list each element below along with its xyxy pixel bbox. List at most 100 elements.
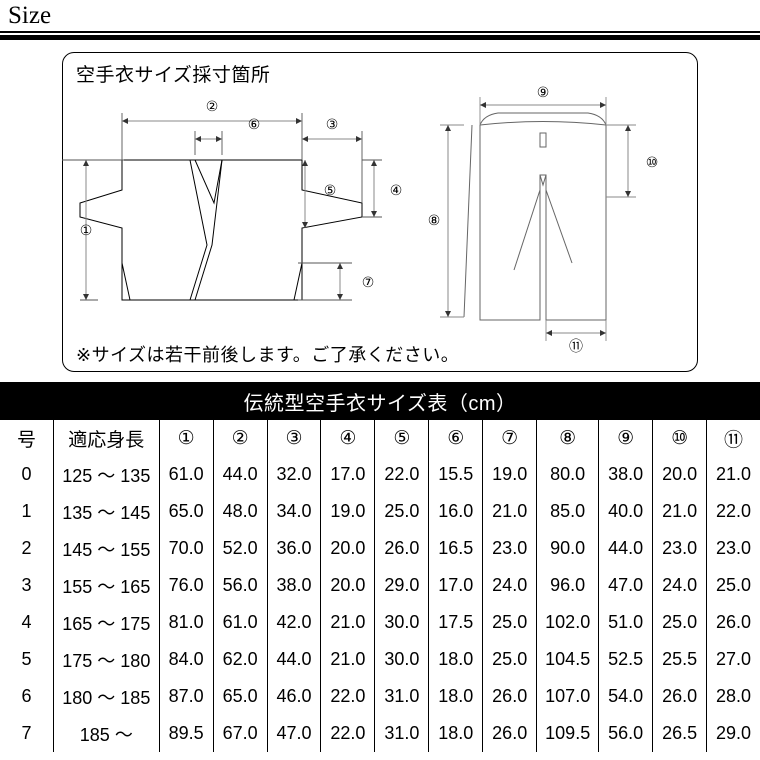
cell-measure-8: 21.0 bbox=[482, 493, 537, 530]
cell-size-number: 7 bbox=[21, 723, 32, 743]
callout-9: ⑨ bbox=[537, 85, 550, 100]
cell-measure-2: 87.0 bbox=[158, 678, 214, 715]
cell-measure-7: 17.0 bbox=[428, 567, 483, 604]
cell-measure-5: 19.0 bbox=[320, 493, 375, 530]
cell-height-range: 145 〜 155 bbox=[52, 530, 160, 567]
cell-measure-2: 76.0 bbox=[158, 567, 214, 604]
diagram-note: ※サイズは若干前後します。ご了承ください。 bbox=[76, 345, 460, 365]
cell-measure-5: 22.0 bbox=[320, 678, 375, 715]
cell-size-number: 3 bbox=[21, 575, 32, 595]
cell-measure-2: 81.0 bbox=[158, 604, 214, 641]
cell-measure-8: 19.0 bbox=[482, 456, 537, 493]
cell-measure-9: 80.0 bbox=[536, 456, 599, 493]
cell-measure-10: 52.5 bbox=[598, 641, 653, 678]
cell-measure-8: 24.0 bbox=[482, 567, 537, 604]
cell-measure-2: 70.0 bbox=[158, 530, 214, 567]
cell-measure-3: 65.0 bbox=[212, 678, 268, 715]
cell-measure-11: 24.0 bbox=[652, 567, 707, 604]
cell-measure-6: 31.0 bbox=[374, 678, 429, 715]
table-header-cell-8: ⑦ bbox=[482, 420, 537, 456]
cell-size-number: 2 bbox=[21, 538, 32, 558]
cell-measure-3: 44.0 bbox=[212, 456, 268, 493]
cell-measure-6: 25.0 bbox=[374, 493, 429, 530]
callout-3: ③ bbox=[326, 116, 339, 132]
callout-5: ⑤ bbox=[324, 182, 337, 198]
cell-measure-9: 85.0 bbox=[536, 493, 599, 530]
cell-measure-6: 29.0 bbox=[374, 567, 429, 604]
cell-measure-5: 20.0 bbox=[320, 567, 375, 604]
cell-measure-8: 25.0 bbox=[482, 604, 537, 641]
cell-measure-10: 47.0 bbox=[598, 567, 653, 604]
callout-8: ⑧ bbox=[428, 212, 441, 228]
heading-rule-thick bbox=[0, 35, 760, 40]
cell-measure-5: 22.0 bbox=[320, 715, 375, 752]
cell-measure-10: 51.0 bbox=[598, 604, 653, 641]
cell-measure-2: 84.0 bbox=[158, 641, 214, 678]
cell-measure-6: 26.0 bbox=[374, 530, 429, 567]
callout-7: ⑦ bbox=[362, 274, 375, 290]
cell-measure-4: 46.0 bbox=[266, 678, 321, 715]
cell-measure-3: 61.0 bbox=[212, 604, 268, 641]
table-header-cell-7: ⑥ bbox=[428, 420, 483, 456]
cell-measure-11: 23.0 bbox=[652, 530, 707, 567]
cell-measure-3: 67.0 bbox=[212, 715, 268, 752]
table-header-cell-5: ④ bbox=[320, 420, 375, 456]
cell-measure-4: 38.0 bbox=[266, 567, 321, 604]
table-header-cell-0: 号 bbox=[16, 429, 36, 451]
cell-measure-8: 25.0 bbox=[482, 641, 537, 678]
callout-2: ② bbox=[206, 98, 219, 114]
cell-measure-10: 38.0 bbox=[598, 456, 653, 493]
cell-measure-5: 20.0 bbox=[320, 530, 375, 567]
table-header-cell-11: ⑩ bbox=[652, 420, 707, 456]
cell-measure-4: 44.0 bbox=[266, 641, 321, 678]
callout-11: ⑪ bbox=[569, 338, 583, 354]
cell-measure-12: 28.0 bbox=[706, 678, 760, 715]
cell-measure-8: 26.0 bbox=[482, 715, 537, 752]
cell-measure-4: 32.0 bbox=[266, 456, 321, 493]
cell-measure-3: 62.0 bbox=[212, 641, 268, 678]
cell-height-range: 125 〜 135 bbox=[52, 456, 160, 493]
cell-measure-5: 21.0 bbox=[320, 641, 375, 678]
cell-measure-7: 18.0 bbox=[428, 678, 483, 715]
cell-size-number: 5 bbox=[21, 649, 32, 669]
cell-measure-11: 26.5 bbox=[652, 715, 707, 752]
cell-measure-3: 48.0 bbox=[212, 493, 268, 530]
cell-measure-11: 25.0 bbox=[652, 604, 707, 641]
cell-measure-12: 26.0 bbox=[706, 604, 760, 641]
callout-10: ⑩ bbox=[646, 154, 659, 170]
cell-measure-11: 25.5 bbox=[652, 641, 707, 678]
cell-measure-9: 109.5 bbox=[536, 715, 599, 752]
cell-measure-3: 56.0 bbox=[212, 567, 268, 604]
cell-measure-12: 27.0 bbox=[706, 641, 760, 678]
cell-measure-10: 54.0 bbox=[598, 678, 653, 715]
table-header-cell-3: ② bbox=[212, 420, 268, 456]
cell-measure-8: 23.0 bbox=[482, 530, 537, 567]
cell-measure-12: 21.0 bbox=[706, 456, 760, 493]
cell-measure-4: 34.0 bbox=[266, 493, 321, 530]
cell-measure-7: 17.5 bbox=[428, 604, 483, 641]
cell-height-range: 155 〜 165 bbox=[52, 567, 160, 604]
callout-1: ① bbox=[80, 222, 93, 238]
cell-measure-9: 96.0 bbox=[536, 567, 599, 604]
callout-4: ④ bbox=[390, 182, 403, 198]
table-header-cell-6: ⑤ bbox=[374, 420, 429, 456]
table-header-cell-10: ⑨ bbox=[598, 420, 653, 456]
cell-measure-9: 90.0 bbox=[536, 530, 599, 567]
cell-measure-5: 17.0 bbox=[320, 456, 375, 493]
cell-size-number: 0 bbox=[21, 464, 32, 484]
cell-measure-2: 61.0 bbox=[158, 456, 214, 493]
cell-measure-6: 30.0 bbox=[374, 641, 429, 678]
cell-measure-4: 47.0 bbox=[266, 715, 321, 752]
pants-diagram: ⑨ ⑩ ⑧ ⑪ bbox=[428, 85, 659, 354]
page-title: Size bbox=[8, 2, 52, 29]
cell-measure-7: 16.0 bbox=[428, 493, 483, 530]
cell-measure-12: 29.0 bbox=[706, 715, 760, 752]
cell-measure-7: 18.0 bbox=[428, 715, 483, 752]
